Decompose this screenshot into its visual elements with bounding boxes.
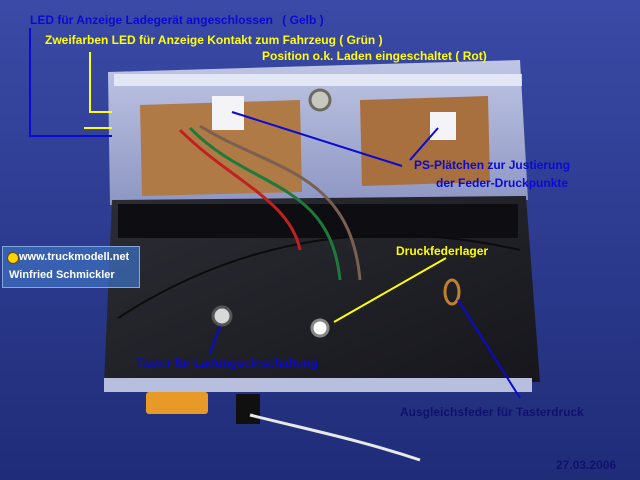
push-button (211, 305, 233, 327)
label-spring-bearing: Druckfederlager (396, 244, 489, 258)
wire-green (188, 126, 342, 281)
tray-base (104, 378, 532, 392)
watermark-url: www.truckmodell.net (19, 251, 130, 263)
label-ps-plates-1: PS-Plätchen zur Justierung (414, 158, 571, 172)
label-compensation-spring: Ausgleichsfeder für Tasterdruck (400, 405, 584, 419)
label-ps-plates-2: der Feder-Druckpunkte (436, 176, 569, 190)
watermark: www.truckmodell.net Winfried Schmickler (2, 246, 140, 288)
wire-brown (199, 124, 362, 281)
date-stamp: 27.03.2006 (556, 458, 617, 472)
ps-plate-left (212, 96, 244, 130)
arrow-ps-plate-left (231, 111, 403, 167)
connector-plug (236, 394, 260, 424)
black-tray (104, 196, 540, 384)
arrow-spring-bearing (333, 257, 447, 323)
watermark-name: Winfried Schmickler (9, 269, 115, 281)
arrow-bicolor-led (89, 52, 112, 113)
arrow-compensation-spring (457, 299, 521, 399)
cable-white (249, 413, 421, 462)
arrow-ps-plate-right (409, 127, 439, 161)
housing-top-edge (114, 74, 522, 86)
globe-icon (7, 252, 19, 264)
label-led-charger-text: LED für Anzeige Ladegerät angeschlossen (30, 13, 273, 27)
spring-bearing-socket (310, 318, 330, 338)
label-led-charger-color: ( Gelb ) (282, 13, 324, 27)
tray-curve (117, 234, 521, 319)
label-bicolor-led: Zweifarben LED für Anzeige Kontakt zum F… (45, 33, 383, 47)
orange-led-housing (146, 392, 208, 414)
arrow-charge-button (209, 325, 221, 355)
ps-plate-right (430, 112, 456, 140)
screw-post (308, 88, 332, 112)
circuit-board-left (140, 100, 302, 196)
label-charge-button: Taster für Ladungseinschaltung (136, 356, 318, 370)
circuit-board-right (360, 96, 490, 186)
label-led-charger: LED für Anzeige Ladegerät angeschlossen … (30, 13, 324, 27)
compensation-spring (443, 278, 461, 306)
label-position-ok: Position o.k. Laden eingeschaltet ( Rot) (262, 49, 487, 63)
arrow-led-charger (29, 28, 112, 137)
wire-red (178, 128, 302, 251)
